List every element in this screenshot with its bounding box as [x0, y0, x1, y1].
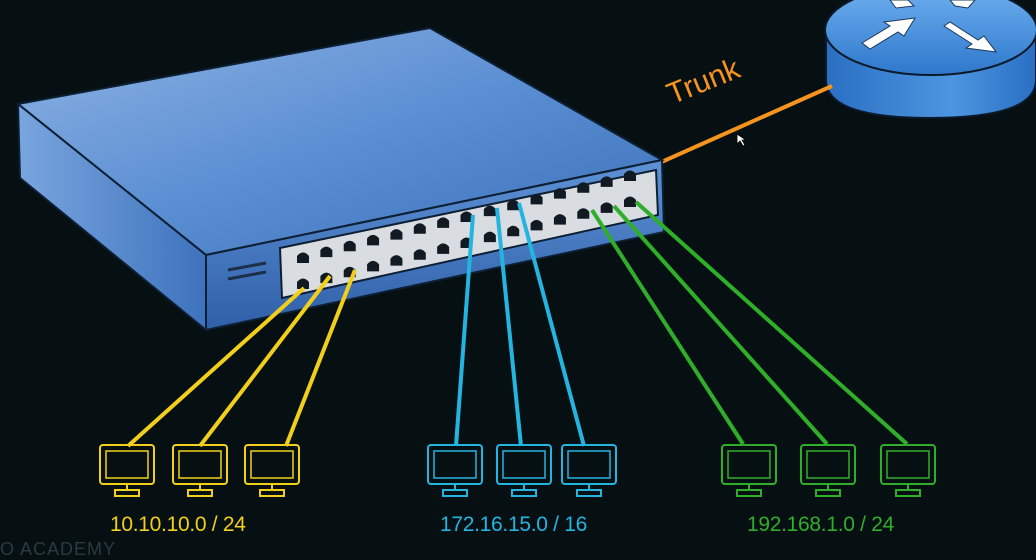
- switch-port: [390, 255, 403, 266]
- switch-port: [577, 182, 590, 193]
- switch-port: [507, 199, 520, 211]
- switch-port: [553, 214, 566, 225]
- switch-port: [343, 240, 356, 252]
- switch-port: [413, 249, 426, 260]
- switch-port: [460, 211, 473, 222]
- switch-port: [530, 219, 543, 231]
- monitor-icon: [880, 444, 936, 497]
- watermark-text: O ACADEMY: [0, 539, 117, 559]
- monitor-icon: [496, 444, 552, 497]
- subnet-label-blue: 172.16.15.0 / 16: [440, 513, 587, 536]
- switch-port: [600, 176, 613, 187]
- monitor-icon: [721, 444, 777, 497]
- switch-port: [530, 193, 543, 205]
- subnet-label-yellow: 10.10.10.0 / 24: [110, 513, 246, 536]
- monitor-icon: [172, 444, 228, 497]
- host-link: [517, 202, 586, 447]
- switch-port: [507, 225, 520, 237]
- switch-port: [553, 188, 566, 199]
- switch-port: [413, 223, 426, 234]
- switch-port: [577, 208, 590, 219]
- switch-port: [297, 278, 309, 289]
- switch-port: [367, 234, 380, 246]
- switch-icon: [15, 26, 666, 333]
- host-link: [454, 214, 475, 447]
- monitor-icon: [99, 444, 155, 497]
- switch-port: [600, 202, 613, 213]
- monitor-icon: [800, 444, 856, 497]
- monitor-icon: [561, 444, 617, 497]
- switch-port: [437, 243, 450, 254]
- switch-port: [437, 217, 450, 228]
- host-links: [126, 200, 909, 448]
- switch-port: [297, 252, 309, 263]
- host-link: [590, 208, 745, 446]
- host-link: [612, 204, 829, 446]
- host-link: [126, 286, 306, 448]
- switch-port: [390, 229, 403, 240]
- switch-port: [483, 205, 496, 217]
- cursor-icon: [736, 133, 748, 147]
- router-icon: [824, 0, 1036, 120]
- host-link: [284, 269, 357, 447]
- switch-ports: [297, 170, 636, 289]
- host-monitors: [99, 444, 936, 497]
- monitor-icon: [427, 444, 483, 497]
- host-link: [495, 207, 523, 447]
- host-link: [198, 274, 332, 448]
- switch-port: [624, 170, 636, 181]
- subnet-label-green: 192.168.1.0 / 24: [747, 513, 894, 536]
- monitor-icon: [244, 444, 300, 497]
- switch-port: [320, 246, 333, 258]
- host-link: [634, 200, 909, 446]
- switch-port: [624, 196, 636, 207]
- switch-port: [483, 231, 496, 243]
- trunk-link: [629, 84, 833, 178]
- switch-port: [367, 260, 380, 272]
